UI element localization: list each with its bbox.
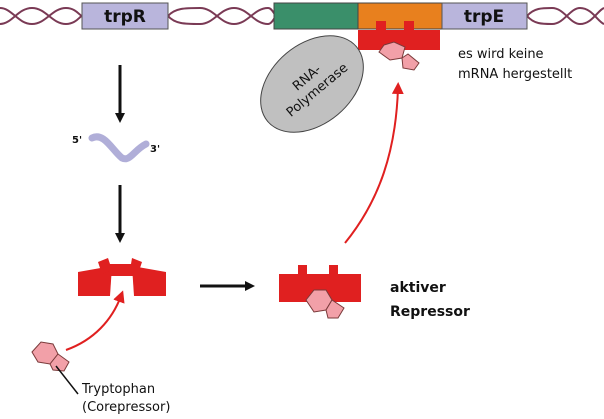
bound-repressor <box>358 21 440 71</box>
tryptophan-icon <box>31 341 70 372</box>
dna-helix-middle <box>167 6 277 26</box>
bound-tryptophan-icon <box>378 41 420 71</box>
mrna-strand <box>88 133 150 163</box>
trpE-label: trpE <box>464 7 504 27</box>
corepressor-label: (Corepressor) <box>82 400 170 415</box>
trpE-gene <box>441 2 528 30</box>
active-repressor <box>279 265 361 319</box>
inactive-repressor <box>78 258 166 296</box>
no-mrna-text-line2: mRNA hergestellt <box>458 67 572 82</box>
tryptophan-pointer-line <box>55 365 79 395</box>
active-repressor-label-1: aktiver <box>390 280 446 296</box>
rna-polymerase: RNA- Polymerase <box>260 35 364 133</box>
active-repressor-tryptophan-icon <box>305 289 345 319</box>
mrna-3prime-label: 3' <box>150 144 160 155</box>
active-repressor-label-2: Repressor <box>390 304 470 320</box>
dna-helix-right <box>526 6 604 26</box>
dna-helix-left <box>0 6 83 26</box>
mrna-5prime-label: 5' <box>72 135 82 146</box>
trpR-label: trpR <box>104 7 146 27</box>
arrow-corepressor-binding <box>65 290 125 351</box>
no-mrna-text-line1: es wird keine <box>458 47 544 62</box>
arrow-operator-binding <box>344 82 404 244</box>
operator-region <box>357 2 443 30</box>
trpR-gene <box>81 2 169 30</box>
tryptophan-label: Tryptophan <box>81 382 155 397</box>
promoter-region <box>273 2 359 30</box>
